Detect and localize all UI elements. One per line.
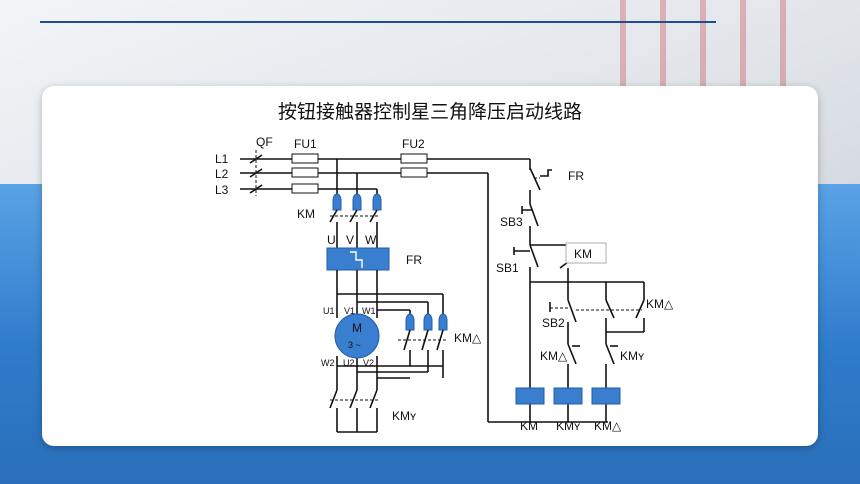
label-u1: U1 <box>323 306 335 316</box>
label-km-main: KM <box>297 207 315 221</box>
label-l1: L1 <box>215 152 229 166</box>
fr-contact <box>529 167 552 191</box>
label-coil-kmd: KM△ <box>594 419 622 433</box>
label-sb2: SB2 <box>542 316 565 330</box>
label-sb3: SB3 <box>500 215 523 229</box>
sb3-stop-button <box>521 203 539 227</box>
label-km-delta-nc: KM△ <box>540 349 568 363</box>
label-sb1: SB1 <box>496 261 519 275</box>
label-km-delta-main: KM△ <box>454 331 482 345</box>
coil-kmd <box>591 387 621 405</box>
coil-kmy <box>553 387 583 405</box>
km-main-contacts <box>329 193 382 248</box>
label-fu1: FU1 <box>294 137 317 151</box>
label-km-y-main: KMʏ <box>392 409 417 423</box>
diagram-title: 按钮接触器控制星三角降压启动线路 <box>277 101 582 123</box>
label-km-delta-aux: KM△ <box>646 297 674 311</box>
label-motor-m: M <box>352 321 362 335</box>
label-fr-contact: FR <box>568 169 584 183</box>
label-qf: QF <box>256 135 273 149</box>
header-rule <box>40 21 716 23</box>
label-w2: W2 <box>321 358 335 368</box>
sb1-start-button <box>513 244 539 268</box>
km-y-main-contacts <box>329 389 378 433</box>
fr-thermal-relay <box>326 247 390 294</box>
label-fr-relay: FR <box>406 253 422 267</box>
label-motor-3: 3 ~ <box>348 340 361 350</box>
label-coil-km: KM <box>520 419 538 433</box>
label-v2: V2 <box>363 358 374 368</box>
label-coil-kmy: KMʏ <box>556 419 581 433</box>
label-km-y-nc: KMʏ <box>620 349 645 363</box>
interlock-contacts <box>567 343 618 365</box>
background-decoration <box>620 0 800 90</box>
supply-lines <box>240 158 530 190</box>
label-u2: U2 <box>343 358 355 368</box>
control-wiring <box>487 159 645 423</box>
label-w1: W1 <box>362 306 376 316</box>
motor-wiring <box>336 293 444 390</box>
label-l3: L3 <box>215 183 229 197</box>
km-delta-aux-contacts <box>576 299 645 319</box>
km-aux-contact <box>559 242 607 269</box>
coil-km <box>515 387 545 405</box>
label-fu2: FU2 <box>402 137 425 151</box>
fu2-fuses <box>400 153 428 178</box>
qf-breaker <box>249 150 263 196</box>
label-w: W <box>365 233 377 247</box>
label-km-aux: KM <box>574 247 592 261</box>
label-u: U <box>327 233 336 247</box>
content-card <box>42 86 818 446</box>
fu1-fuses <box>291 153 319 194</box>
label-v: V <box>346 233 354 247</box>
label-v1: V1 <box>344 306 355 316</box>
km-delta-main-contacts <box>398 313 448 351</box>
label-l2: L2 <box>215 167 229 181</box>
motor-circle <box>334 313 380 359</box>
sb2-button <box>549 299 577 323</box>
